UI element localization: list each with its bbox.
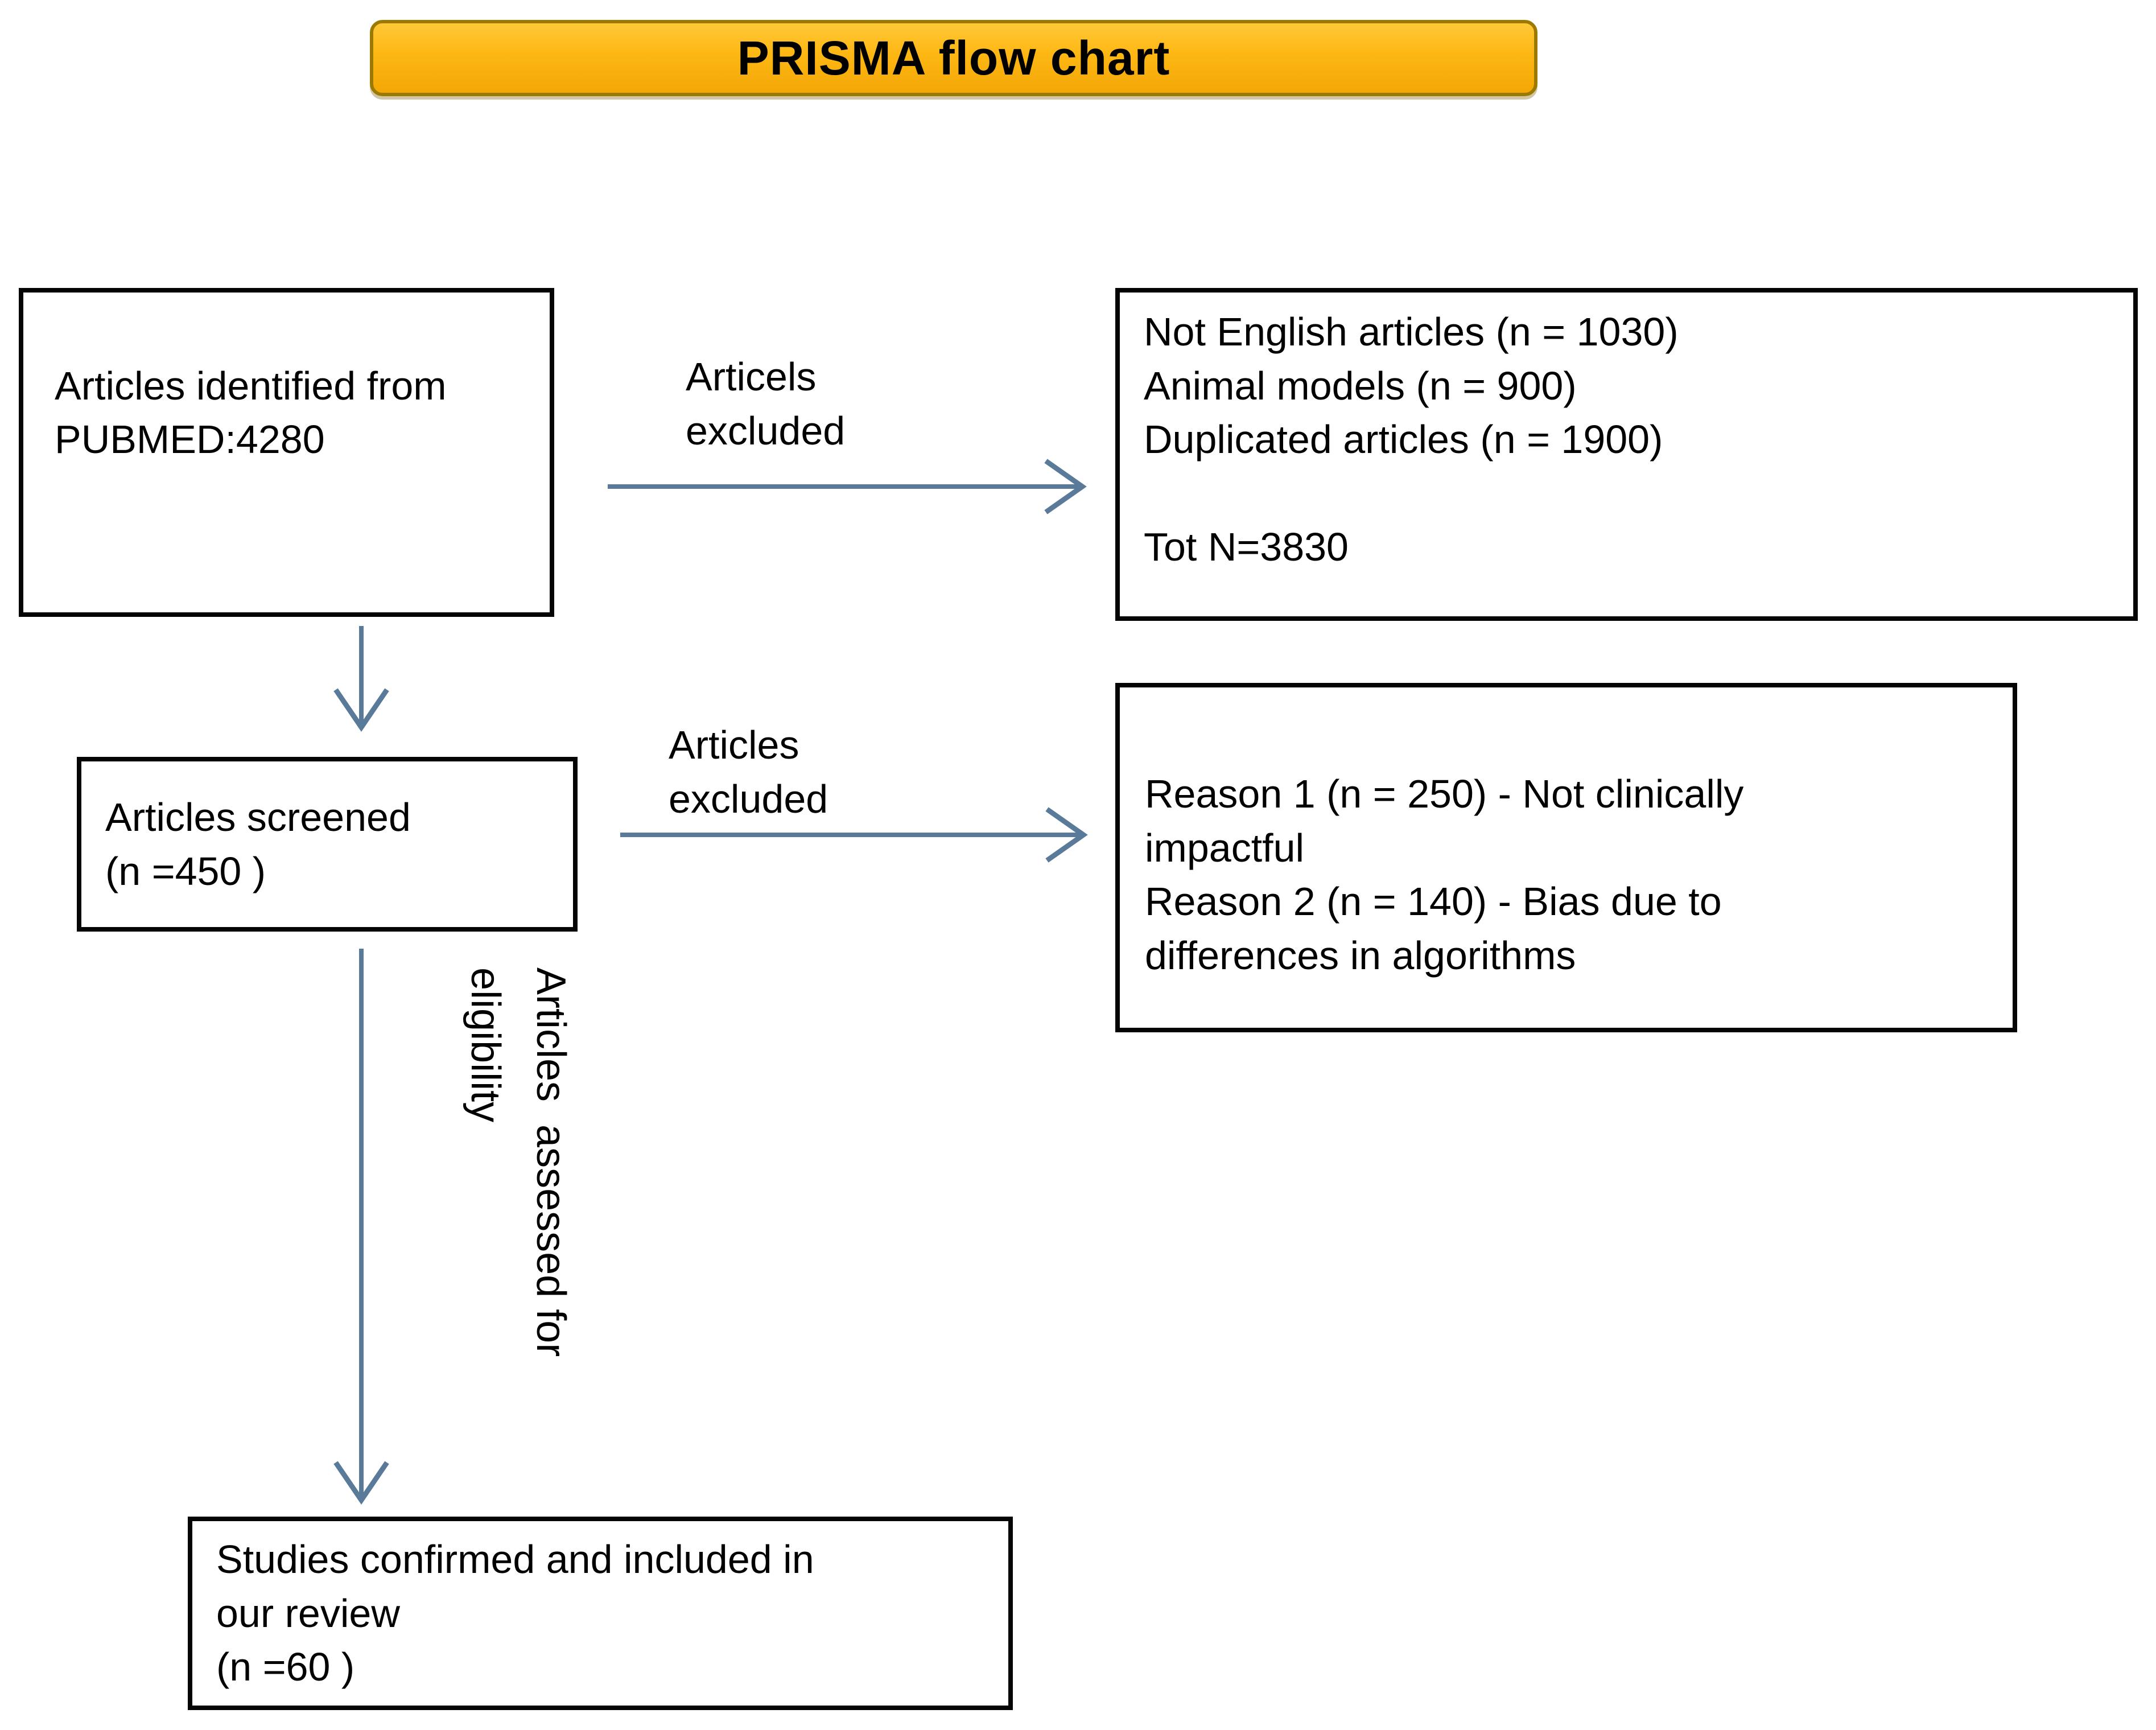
chart-title-banner: PRISMA flow chart [370,20,1537,96]
box-articles-screened: Articles screened(n =450 ) [77,757,578,932]
arrow-identified-to-screened [333,626,389,732]
box-articles-excluded-totals-text: Not English articles (n = 1030)Animal mo… [1144,310,1679,569]
box-articles-screened-text: Articles screened(n =450 ) [105,795,411,893]
arrow-identified-to-excluded [608,459,1087,514]
chart-title: PRISMA flow chart [737,31,1170,85]
box-articles-excluded-totals: Not English articles (n = 1030)Animal mo… [1115,288,2138,621]
arrow-screened-to-included [333,949,389,1505]
arrow-screened-to-reasons [620,807,1088,863]
